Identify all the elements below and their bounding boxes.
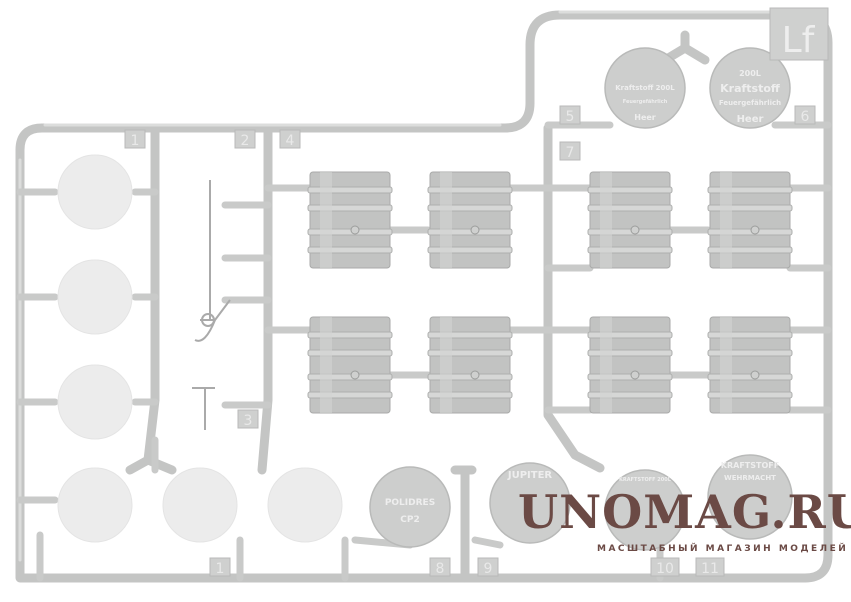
fuel-drum (587, 316, 673, 414)
part-number: 7 (566, 145, 575, 161)
fuel-drum (707, 171, 793, 269)
disc-text: KRAFTSTOFF 200L (619, 477, 672, 483)
disc-text: POLIDRES (385, 498, 435, 508)
watermark: UNOMAG.RU МАСШТАБНЫЙ МАГАЗИН МОДЕЛЕЙ (518, 485, 851, 554)
part-number: 9 (484, 561, 493, 577)
part-number-tab: 1 (124, 129, 146, 149)
part-number-tab: 2 (234, 129, 256, 149)
disc-text: Feuergefährlich (719, 99, 781, 107)
sprue-gates (16, 121, 832, 582)
part-number: 3 (244, 413, 253, 429)
fuel-drums (307, 171, 793, 414)
disc-10: KRAFTSTOFF 200L (604, 469, 686, 551)
disc-5: Kraftstoff 200L Feuergefährlich Heer (604, 47, 686, 129)
part-number: 5 (566, 109, 575, 125)
disc-text: Feuergefährlich (623, 99, 668, 105)
disc-text: Kraftstoff (720, 82, 780, 95)
disc-text: JUPITER (507, 470, 553, 481)
sprue-letter-tag: Lf (769, 7, 829, 61)
disc-8: POLIDRES CP2 (369, 466, 451, 548)
part-number: 10 (656, 561, 674, 577)
fuel-drum (587, 171, 673, 269)
disc-11: KRAFTSTOFF WEHRMACHT (707, 454, 793, 540)
disc-text: CP2 (400, 515, 419, 525)
letter-tag-text: Lf (782, 20, 816, 61)
part-number: 2 (241, 133, 250, 149)
part-number-tab: 4 (279, 129, 301, 149)
part-number-tab: 11 (695, 557, 725, 577)
disc-text: Heer (634, 113, 656, 122)
disc-text: 200L (739, 69, 761, 78)
fuel-drum (427, 316, 513, 414)
part-number: 8 (436, 561, 445, 577)
disc-text: Kraftstoff 200L (615, 84, 675, 92)
watermark-tagline: МАСШТАБНЫЙ МАГАЗИН МОДЕЛЕЙ (597, 542, 848, 554)
disc-6: 200L Kraftstoff Feuergefährlich Heer (709, 47, 791, 129)
part-number: 4 (286, 133, 295, 149)
part-number-tab: 8 (429, 557, 451, 577)
part-number-tab: 5 (559, 105, 581, 125)
fuel-drum (307, 316, 393, 414)
part-number-tab: 10 (650, 557, 680, 577)
disc-text: Heer (737, 114, 764, 125)
part-number-tab: 3 (237, 409, 259, 429)
part-number: 1 (131, 133, 140, 149)
fuel-drum (707, 316, 793, 414)
part-number: 1 (216, 561, 225, 577)
part-number: 6 (801, 109, 810, 125)
disc-text: KRAFTSTOFF (721, 461, 779, 470)
part-number-tab: 7 (559, 141, 581, 161)
fuel-drum (427, 171, 513, 269)
part-number-tab: 1 (209, 557, 231, 577)
disc-9: JUPITER (489, 462, 571, 544)
part-number-tab: 9 (477, 557, 499, 577)
part-number: 11 (701, 561, 719, 577)
watermark-brand: UNOMAG.RU (518, 485, 851, 539)
disc-text: WEHRMACHT (724, 474, 776, 482)
part-number-tab: 6 (794, 105, 816, 125)
round-parts (57, 154, 343, 543)
fuel-drum (307, 171, 393, 269)
hose-nozzle-part (192, 180, 231, 430)
